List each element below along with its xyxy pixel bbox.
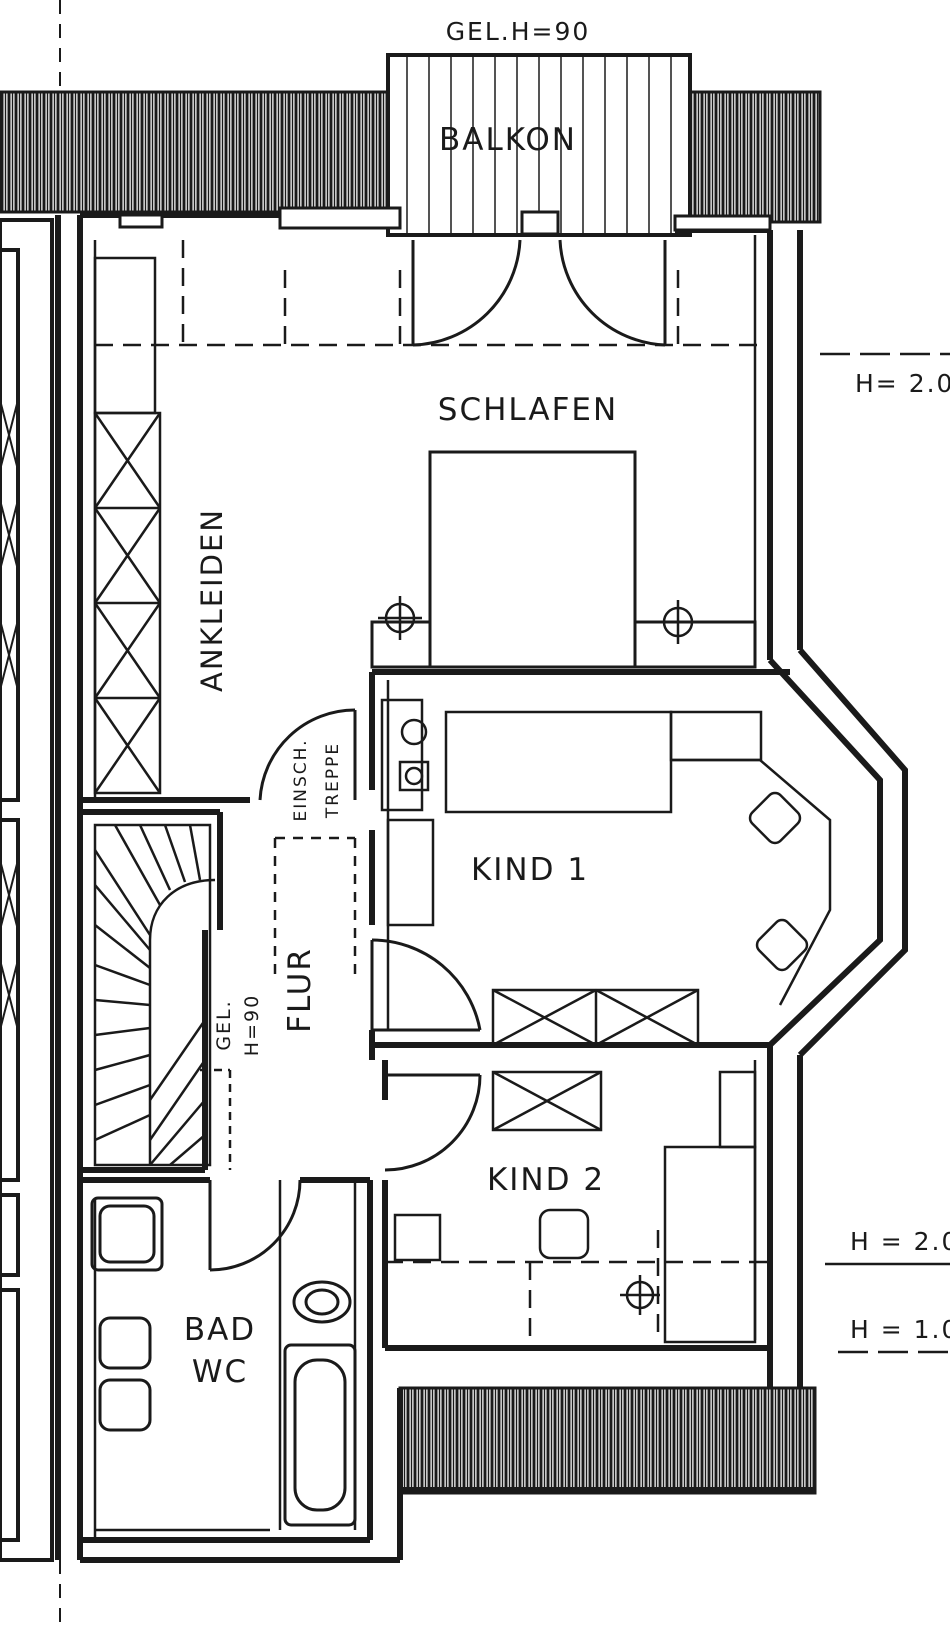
label-flur: FLUR <box>282 947 318 1033</box>
hatch-door <box>258 708 357 801</box>
lamp-symbols <box>378 596 700 1315</box>
staircase <box>93 823 216 1167</box>
label-ankleiden: ANKLEIDEN <box>195 508 229 692</box>
left-neighbor-walls <box>0 218 54 1562</box>
walls <box>55 212 908 1563</box>
kind1-door <box>370 938 482 1032</box>
wardrobe <box>93 256 162 795</box>
kind1-furniture <box>380 698 832 1047</box>
label-kind2: KIND 2 <box>487 1162 605 1198</box>
height-note-top: H= 2.00 <box>855 369 950 398</box>
height-note-low: H = 1.00 <box>850 1315 950 1344</box>
bad-door <box>208 1179 302 1272</box>
railing-stair-note-1: GEL. <box>213 999 235 1050</box>
balcony <box>386 53 692 237</box>
kind2-door <box>384 1073 482 1172</box>
railing-stair-note-2: H=90 <box>241 994 263 1056</box>
roof-hatch <box>0 90 822 1495</box>
bath-fixtures <box>90 1196 357 1527</box>
railing-top-note: GEL.H=90 <box>446 17 591 46</box>
slope-lines <box>95 240 770 1340</box>
label-kind1: KIND 1 <box>471 852 589 888</box>
label-einschtreppe-2: TREPPE <box>323 742 343 819</box>
label-schlafen: SCHLAFEN <box>438 392 618 428</box>
height-lines <box>820 352 950 1354</box>
label-balkon: BALKON <box>439 122 577 158</box>
double-bed <box>370 450 757 669</box>
label-einschtreppe-1: EINSCH. <box>291 738 311 821</box>
kind2-furniture <box>393 1070 757 1344</box>
top-windows <box>118 206 772 232</box>
balcony-doors <box>411 239 667 347</box>
height-note-mid: H = 2.00 <box>850 1227 950 1256</box>
label-wc: WC <box>192 1354 248 1390</box>
label-bad: BAD <box>184 1312 256 1348</box>
